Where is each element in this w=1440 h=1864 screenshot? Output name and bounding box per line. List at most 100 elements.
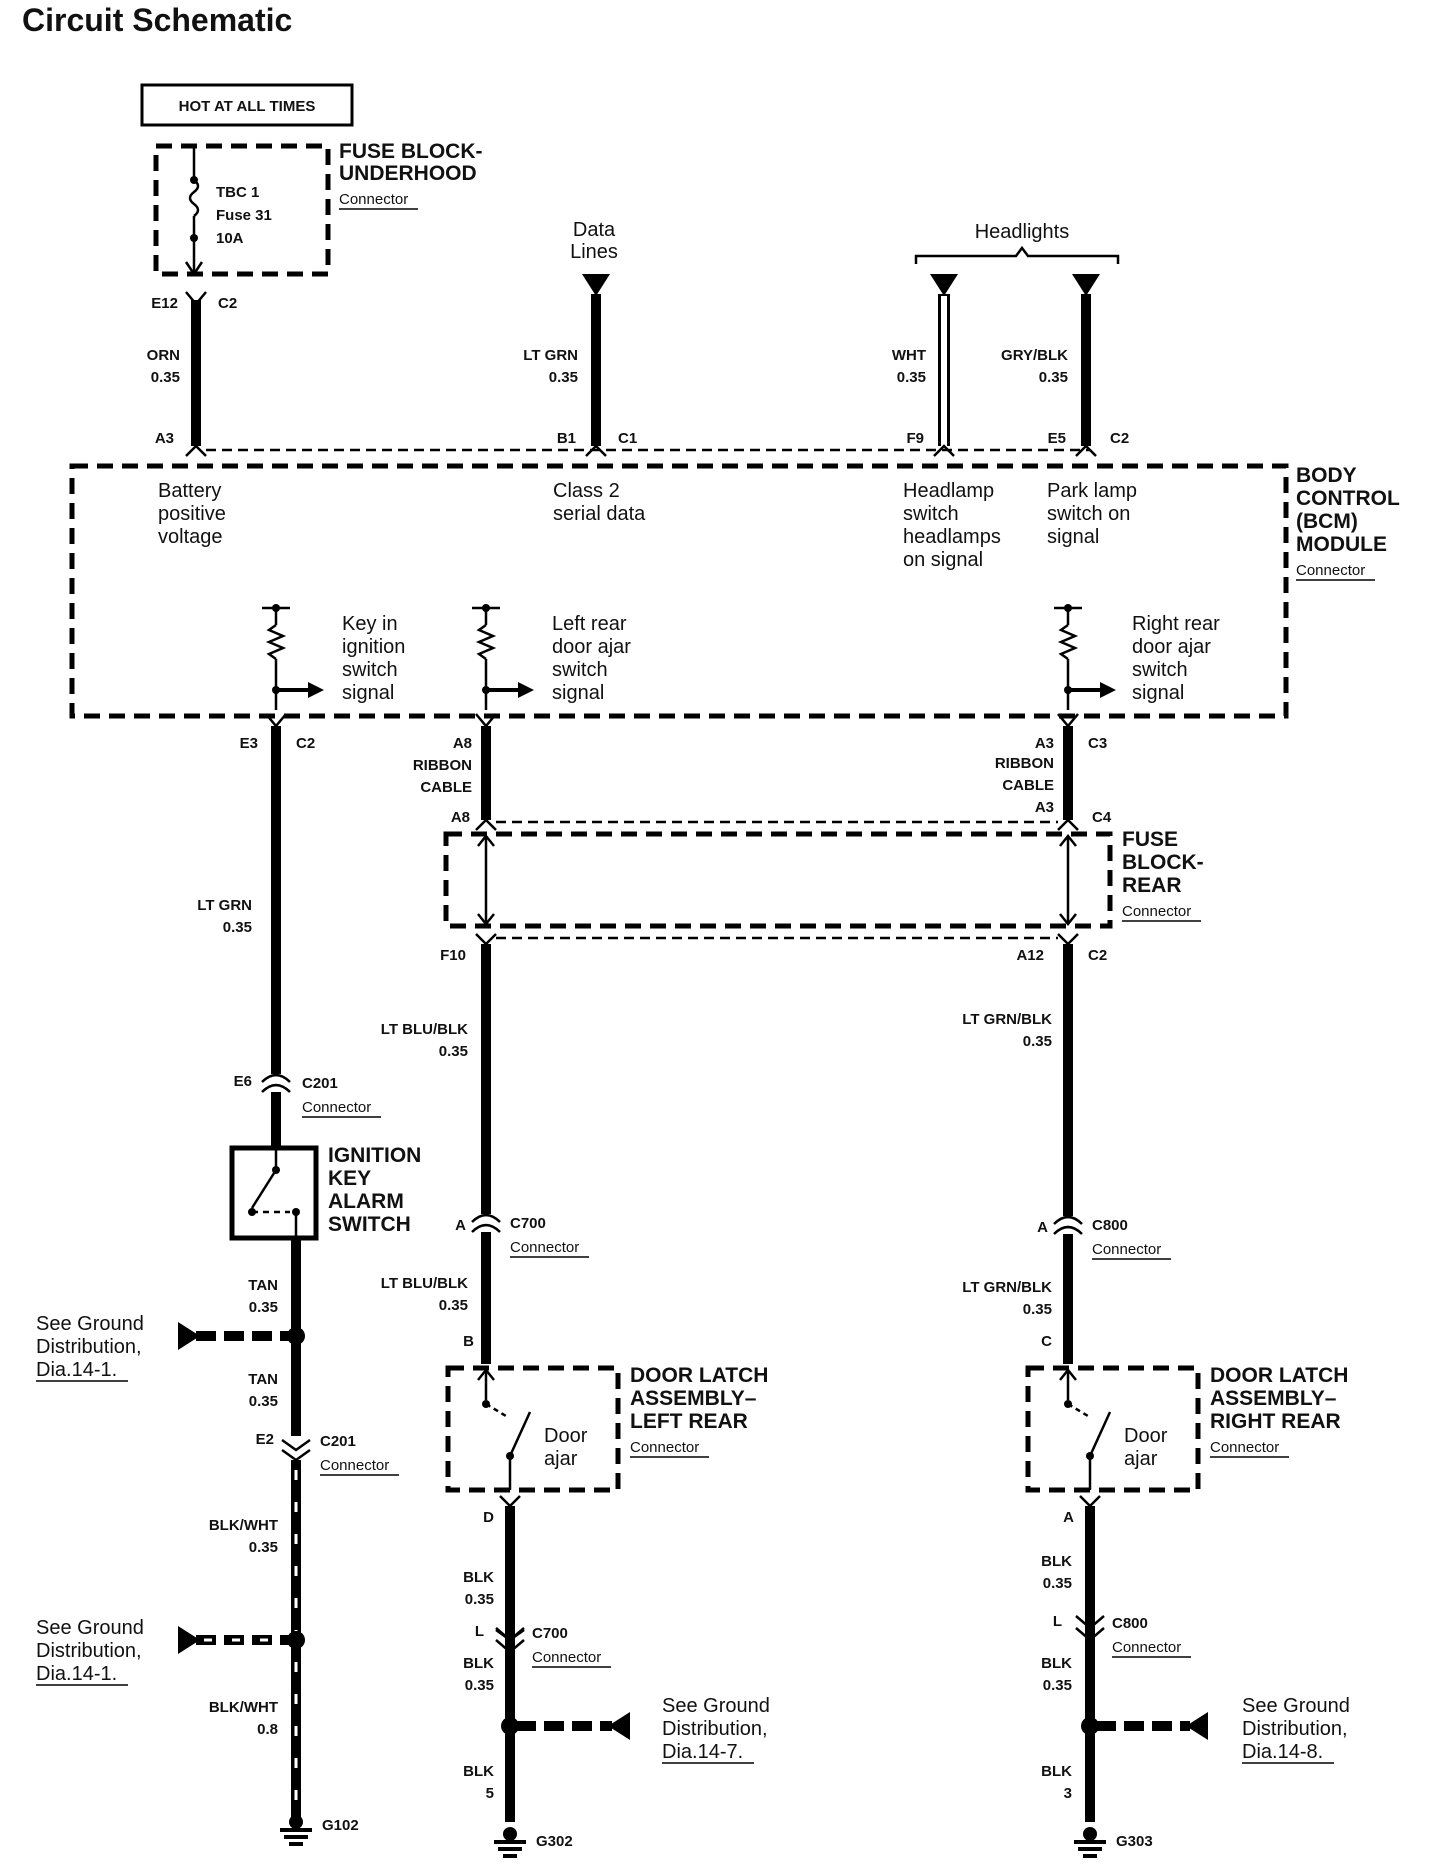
bcm-left-rear-4: signal xyxy=(552,682,604,704)
tan-wire-1-color: TAN xyxy=(248,1277,278,1294)
blk-right-wire-2-size: 0.35 xyxy=(1043,1677,1072,1694)
lt-grn-blk-wire-1-size: 0.35 xyxy=(1023,1033,1052,1050)
hot-at-all-times-label: HOT AT ALL TIMES xyxy=(179,98,316,115)
headlights-arrow-right-icon xyxy=(1072,274,1100,296)
ground-ref-4-line-3: Dia.14-8. xyxy=(1242,1741,1323,1763)
headlights-label: Headlights xyxy=(975,221,1070,243)
fuse-icon xyxy=(188,179,200,217)
fuse-block-rear-name-2: BLOCK- xyxy=(1122,851,1204,874)
ignition-switch-name-4: SWITCH xyxy=(328,1213,411,1236)
lt-grn-data-wire-color: LT GRN xyxy=(523,347,578,364)
bcm-park-3: signal xyxy=(1047,526,1099,548)
ground-ref-2-line-2: Distribution, xyxy=(36,1640,142,1662)
lt-grn-blk-wire-1-color: LT GRN/BLK xyxy=(962,1011,1052,1028)
page-title: Circuit Schematic xyxy=(22,2,293,38)
blk-left-wire-3-color: BLK xyxy=(463,1763,494,1780)
hot-at-all-times-box xyxy=(140,83,354,127)
ground-ref-4-arrow-icon xyxy=(1186,1712,1208,1740)
ground-ref-1-line-3: Dia.14-1. xyxy=(36,1359,117,1381)
pin-c3: C3 xyxy=(1088,735,1107,752)
blk-right-wire-3-size: 3 xyxy=(1064,1785,1072,1802)
pin-a8-bottom: A8 xyxy=(451,809,470,826)
pin-b-latch-left: B xyxy=(463,1333,474,1350)
fuse-block-underhood-box xyxy=(153,143,331,277)
right-rear-pullup-resistor-icon xyxy=(1054,604,1116,710)
lt-blu-blk-wire-1-color: LT BLU/BLK xyxy=(381,1021,468,1038)
bcm-connector-label: Connector xyxy=(1296,562,1365,579)
fuse-number-label: Fuse 31 xyxy=(216,207,272,224)
blk-wht-wire-2-color: BLK/WHT xyxy=(209,1699,278,1716)
bcm-key-in-2: ignition xyxy=(342,636,405,658)
bcm-name-3: (BCM) xyxy=(1296,510,1358,533)
blk-wht-wire-2-size: 0.8 xyxy=(257,1721,278,1738)
c800-top-connector-label: Connector xyxy=(1092,1241,1161,1258)
ribbon-left-2: CABLE xyxy=(420,779,472,796)
fuse-tbc-label: TBC 1 xyxy=(216,184,259,201)
c800-bottom-connector-label: Connector xyxy=(1112,1639,1181,1656)
door-latch-right-switch-label-1: Door xyxy=(1124,1425,1168,1447)
body-control-module-box xyxy=(69,463,1289,719)
pin-c2-rear: C2 xyxy=(1088,947,1107,964)
pin-a-c700: A xyxy=(455,1217,466,1234)
blk-wht-wire-1-color: BLK/WHT xyxy=(209,1517,278,1534)
fuse-block-rear-name-1: FUSE xyxy=(1122,828,1178,851)
ignition-switch-name-3: ALARM xyxy=(328,1190,404,1213)
lt-grn-blk-wire-2-color: LT GRN/BLK xyxy=(962,1279,1052,1296)
bcm-name-1: BODY xyxy=(1296,464,1357,487)
ground-g102-icon xyxy=(280,1815,312,1846)
lt-blu-blk-wire-1-size: 0.35 xyxy=(439,1043,468,1060)
c201-bottom-connector-label: Connector xyxy=(320,1457,389,1474)
bcm-name-4: MODULE xyxy=(1296,533,1387,556)
lt-blu-blk-wire-2-size: 0.35 xyxy=(439,1297,468,1314)
gry-blk-wire-color: GRY/BLK xyxy=(1001,347,1068,364)
pin-l-c700: L xyxy=(475,1623,484,1640)
fuse-block-rear-box xyxy=(443,831,1113,929)
door-latch-left-switch-label-1: Door xyxy=(544,1425,588,1447)
door-latch-right-rear-box xyxy=(1025,1365,1201,1493)
door-latch-right-switch-label-2: ajar xyxy=(1124,1448,1158,1470)
pin-a-c800: A xyxy=(1037,1219,1048,1236)
ground-ref-2-arrow-icon xyxy=(178,1626,200,1654)
blk-left-wire-2-size: 0.35 xyxy=(465,1677,494,1694)
c201-top-connector-label: Connector xyxy=(302,1099,371,1116)
ground-ref-1-line-1: See Ground xyxy=(36,1313,144,1335)
left-rear-pullup-resistor-icon xyxy=(472,604,534,710)
lt-grn-key-wire-color: LT GRN xyxy=(197,897,252,914)
fuse-block-underhood-name-1: FUSE BLOCK- xyxy=(339,140,483,163)
bcm-right-rear-2: door ajar xyxy=(1132,636,1211,658)
ground-ref-3-line-2: Distribution, xyxy=(662,1718,768,1740)
c700-bottom-connector-label: Connector xyxy=(532,1649,601,1666)
bcm-class2-2: serial data xyxy=(553,503,646,525)
bcm-battery-1: Battery xyxy=(158,480,221,502)
door-latch-left-connector-label: Connector xyxy=(630,1439,699,1456)
lt-grn-key-wire-size: 0.35 xyxy=(223,919,252,936)
bcm-battery-3: voltage xyxy=(158,526,223,548)
door-latch-right-name-3: RIGHT REAR xyxy=(1210,1410,1341,1433)
blk-left-wire-1-size: 0.35 xyxy=(465,1591,494,1608)
orn-wire-color: ORN xyxy=(147,347,180,364)
ground-ref-4-line-1: See Ground xyxy=(1242,1695,1350,1717)
pin-e3: E3 xyxy=(240,735,258,752)
pin-e2: E2 xyxy=(256,1431,274,1448)
bcm-left-rear-3: switch xyxy=(552,659,608,681)
bcm-park-2: switch on xyxy=(1047,503,1130,525)
pin-d-latch-left: D xyxy=(483,1509,494,1526)
bcm-key-in-4: signal xyxy=(342,682,394,704)
orn-wire-size: 0.35 xyxy=(151,369,180,386)
headlights-arrow-left-icon xyxy=(930,274,958,296)
lt-grn-data-wire-size: 0.35 xyxy=(549,369,578,386)
tan-wire-1-size: 0.35 xyxy=(249,1299,278,1316)
blk-right-wire-3-color: BLK xyxy=(1041,1763,1072,1780)
data-lines-label-1: Data xyxy=(573,219,616,241)
pin-b1: B1 xyxy=(557,430,576,447)
c700-bottom-label: C700 xyxy=(532,1625,568,1642)
pin-a3-top: A3 xyxy=(1035,735,1054,752)
pin-a8-top: A8 xyxy=(453,735,472,752)
blk-wht-wire-1-size: 0.35 xyxy=(249,1539,278,1556)
pin-e5: E5 xyxy=(1048,430,1066,447)
ribbon-left-1: RIBBON xyxy=(413,757,472,774)
ribbon-right-2: CABLE xyxy=(1002,777,1054,794)
ground-g302-label: G302 xyxy=(536,1833,573,1850)
ground-g102-label: G102 xyxy=(322,1817,359,1834)
pin-c2-underhood: C2 xyxy=(218,295,237,312)
